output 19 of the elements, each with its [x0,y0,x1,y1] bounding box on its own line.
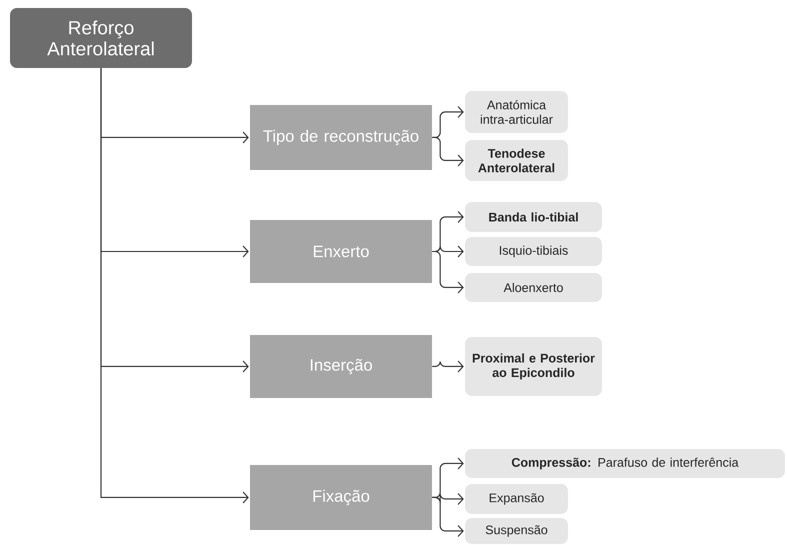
option-box: Suspensão [465,518,568,544]
category-box: Fixação [250,464,432,530]
category-box: Enxerto [250,220,432,283]
arrow [432,250,464,294]
arrow [432,496,464,537]
category-box: Inserção [250,334,432,398]
option-box: Proximal e Posterior ao Epicondilo [465,336,602,396]
option-box: Anatómica intra-articular [465,90,568,133]
option-box: Expansão [465,484,568,514]
option-box: Isquio-tibiais [465,236,602,266]
option-box: Tenodese Anterolateral [465,140,568,181]
arrow [100,68,249,504]
root-box: Reforço Anterolateral [10,8,192,68]
option-box: Banda lio-tibial [465,202,602,232]
category-box: Tipo de reconstrução [250,105,432,170]
option-box: Aloenxerto [465,272,602,302]
option-box: Compressão: Parafuso de interferência [465,448,785,478]
arrow [432,136,464,166]
arrow [432,360,464,372]
